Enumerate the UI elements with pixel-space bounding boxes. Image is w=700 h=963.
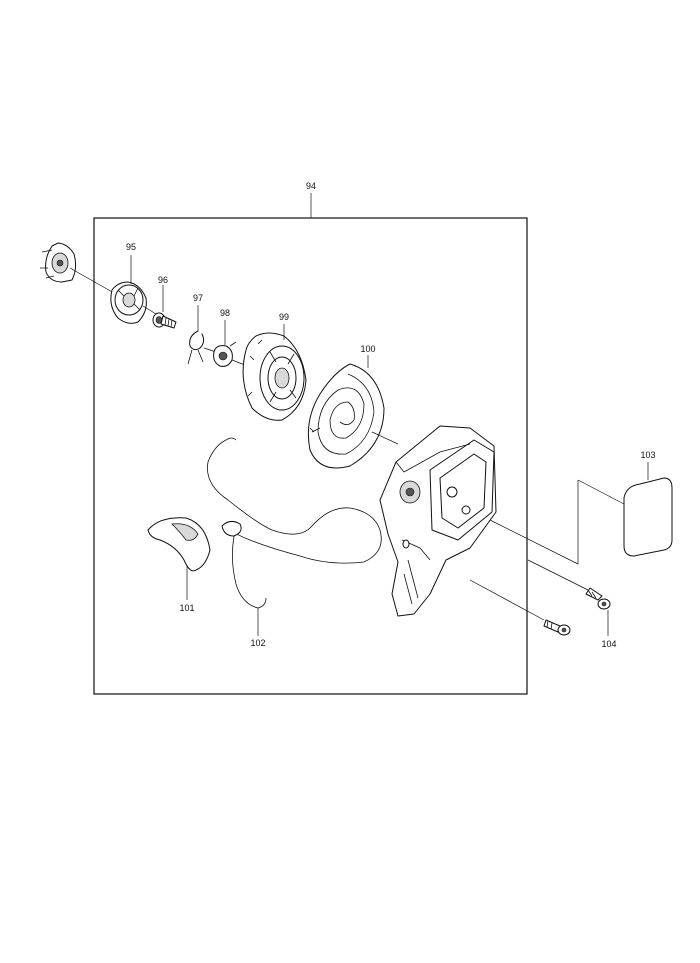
callout-100: 100: [360, 344, 375, 354]
axis-line-103: [489, 480, 579, 565]
part-100-spiral-spring: [307, 363, 385, 469]
callout-99: 99: [279, 312, 289, 322]
callout-96: 96: [158, 275, 168, 285]
callout-95: 95: [126, 242, 136, 252]
axis-line-95-96: [142, 305, 157, 315]
axis-line-103-b: [577, 479, 625, 505]
callout-102: 102: [250, 638, 265, 648]
axis-line-main: [69, 267, 115, 294]
part-102-rope: [207, 437, 382, 609]
callout-94: 94: [306, 181, 316, 191]
axis-line-100-cover: [371, 431, 399, 445]
callout-103: 103: [640, 450, 655, 460]
part-99-rope-reel: [242, 332, 307, 421]
part-97-clip: [187, 330, 205, 365]
part-95-starter-cup: [110, 281, 147, 324]
starter-housing: [379, 425, 497, 617]
callout-97: 97: [193, 293, 203, 303]
axis-line-98-99: [231, 359, 246, 366]
callout-101: 101: [179, 603, 194, 613]
axis-line-104: [527, 559, 589, 591]
axis-line-screw: [469, 579, 545, 621]
part-104-screw: [585, 587, 611, 610]
callout-104: 104: [601, 639, 616, 649]
part-98-pawl: [213, 341, 237, 367]
assembly-frame: [93, 217, 528, 695]
flywheel-fragment: [40, 242, 77, 283]
part-96-bolt: [152, 312, 177, 329]
part-101-handle: [147, 517, 211, 572]
callout-98: 98: [220, 308, 230, 318]
part-103-label: [623, 477, 673, 557]
housing-screw: [543, 619, 571, 636]
